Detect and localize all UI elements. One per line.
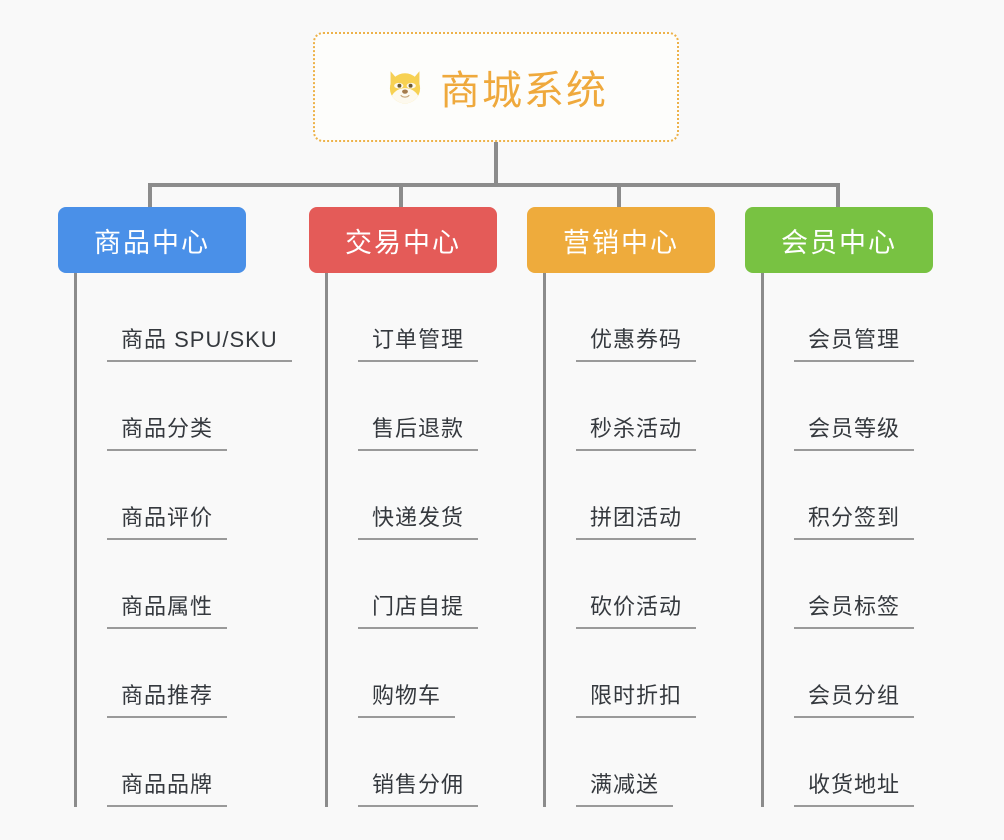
list-item[interactable]: 收货地址	[764, 718, 933, 807]
connector-drop-1	[148, 183, 152, 209]
leaf-label: 会员管理	[794, 322, 915, 362]
list-item[interactable]: 会员管理	[764, 273, 933, 362]
leaf-label: 秒杀活动	[576, 411, 697, 451]
list-item[interactable]: 会员等级	[764, 362, 933, 451]
category-column-3: 营销中心 优惠券码 秒杀活动 拼团活动 砍价活动 限时折扣 满减送	[527, 207, 715, 807]
leaf-label: 拼团活动	[576, 500, 697, 540]
leaf-label: 售后退款	[358, 411, 479, 451]
connector-root-stem	[494, 142, 498, 185]
list-item[interactable]: 秒杀活动	[546, 362, 715, 451]
leaf-label: 购物车	[358, 678, 456, 718]
category-label-2: 交易中心	[345, 227, 461, 258]
leaf-label: 快递发货	[358, 500, 479, 540]
list-item[interactable]: 商品评价	[77, 451, 246, 540]
leaf-list-2: 订单管理 售后退款 快递发货 门店自提 购物车 销售分佣	[325, 273, 497, 807]
list-item[interactable]: 优惠券码	[546, 273, 715, 362]
leaf-label: 限时折扣	[576, 678, 697, 718]
leaf-label: 商品属性	[107, 589, 228, 629]
leaf-list-4: 会员管理 会员等级 积分签到 会员标签 会员分组 收货地址	[761, 273, 933, 807]
list-item[interactable]: 购物车	[328, 629, 497, 718]
list-item[interactable]: 商品分类	[77, 362, 246, 451]
leaf-label: 砍价活动	[576, 589, 697, 629]
leaf-label: 商品评价	[107, 500, 228, 540]
leaf-label: 收货地址	[794, 767, 915, 807]
root-title: 商城系统	[440, 69, 608, 113]
leaf-label: 会员等级	[794, 411, 915, 451]
list-item[interactable]: 会员分组	[764, 629, 933, 718]
list-item[interactable]: 售后退款	[328, 362, 497, 451]
list-item[interactable]: 会员标签	[764, 540, 933, 629]
leaf-label: 商品分类	[107, 411, 228, 451]
leaf-label: 满减送	[576, 767, 674, 807]
connector-drop-2	[399, 183, 403, 209]
list-item[interactable]: 商品品牌	[77, 718, 246, 807]
leaf-list-3: 优惠券码 秒杀活动 拼团活动 砍价活动 限时折扣 满减送	[543, 273, 715, 807]
leaf-label: 会员分组	[794, 678, 915, 718]
leaf-label: 商品品牌	[107, 767, 228, 807]
list-item[interactable]: 快递发货	[328, 451, 497, 540]
leaf-label: 销售分佣	[358, 767, 479, 807]
leaf-label: 优惠券码	[576, 322, 697, 362]
category-header-4[interactable]: 会员中心	[745, 207, 933, 273]
dog-face-icon	[384, 66, 426, 108]
leaf-label: 商品推荐	[107, 678, 228, 718]
list-item[interactable]: 拼团活动	[546, 451, 715, 540]
list-item[interactable]: 商品 SPU/SKU	[77, 273, 292, 362]
category-column-2: 交易中心 订单管理 售后退款 快递发货 门店自提 购物车 销售分佣	[309, 207, 497, 807]
leaf-label: 会员标签	[794, 589, 915, 629]
connector-horizontal-bus	[148, 183, 840, 187]
list-item[interactable]: 砍价活动	[546, 540, 715, 629]
category-column-4: 会员中心 会员管理 会员等级 积分签到 会员标签 会员分组 收货地址	[745, 207, 933, 807]
list-item[interactable]: 限时折扣	[546, 629, 715, 718]
list-item[interactable]: 商品推荐	[77, 629, 246, 718]
leaf-label: 门店自提	[358, 589, 479, 629]
list-item[interactable]: 门店自提	[328, 540, 497, 629]
category-label-3: 营销中心	[563, 227, 679, 258]
category-label-1: 商品中心	[94, 227, 210, 258]
list-item[interactable]: 订单管理	[328, 273, 497, 362]
category-header-1[interactable]: 商品中心	[58, 207, 246, 273]
leaf-list-1: 商品 SPU/SKU 商品分类 商品评价 商品属性 商品推荐 商品品牌	[74, 273, 292, 807]
leaf-label: 商品 SPU/SKU	[107, 322, 292, 362]
list-item[interactable]: 商品属性	[77, 540, 246, 629]
category-header-3[interactable]: 营销中心	[527, 207, 715, 273]
connector-drop-3	[617, 183, 621, 209]
category-column-1: 商品中心 商品 SPU/SKU 商品分类 商品评价 商品属性 商品推荐 商品品牌	[58, 207, 292, 807]
category-label-4: 会员中心	[781, 227, 897, 258]
list-item[interactable]: 销售分佣	[328, 718, 497, 807]
list-item[interactable]: 积分签到	[764, 451, 933, 540]
list-item[interactable]: 满减送	[546, 718, 715, 807]
root-node[interactable]: 商城系统	[313, 32, 679, 142]
leaf-label: 订单管理	[358, 322, 479, 362]
connector-drop-4	[836, 183, 840, 209]
leaf-label: 积分签到	[794, 500, 915, 540]
category-header-2[interactable]: 交易中心	[309, 207, 497, 273]
